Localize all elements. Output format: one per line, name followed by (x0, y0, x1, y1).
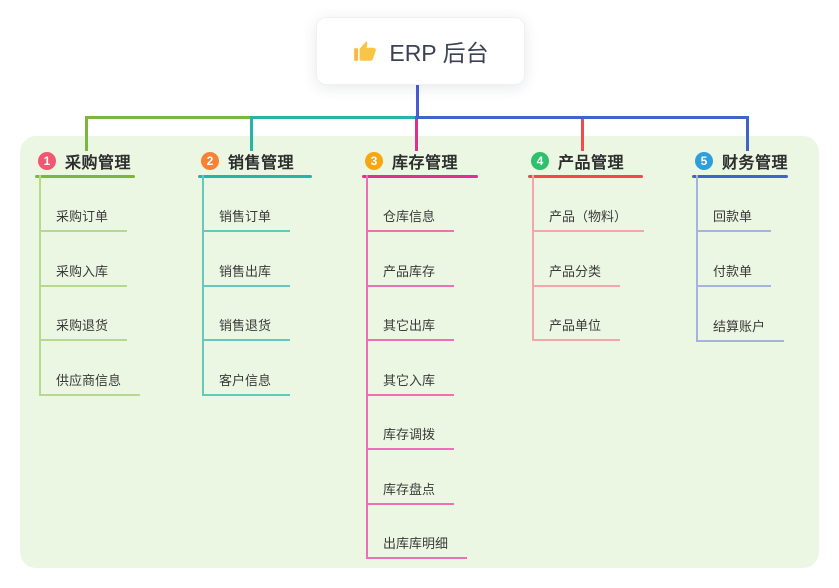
branch-underline (35, 175, 135, 178)
drop-line-inventory (415, 119, 418, 151)
branch-underline (528, 175, 643, 178)
child-node[interactable]: 库存调拨 (366, 422, 454, 450)
child-node[interactable]: 产品库存 (366, 259, 454, 287)
bus-segment-middle (250, 116, 417, 119)
child-node[interactable]: 结算账户 (696, 314, 784, 342)
branch-underline (692, 175, 788, 178)
child-node[interactable]: 采购入库 (39, 259, 127, 287)
root-connector-line (416, 83, 419, 116)
child-node[interactable]: 库存盘点 (366, 477, 454, 505)
child-node[interactable]: 出库库明细 (366, 531, 467, 559)
child-node[interactable]: 产品分类 (532, 259, 620, 287)
branch-node-purchase[interactable]: 1 采购管理 (35, 148, 185, 174)
root-node[interactable]: ERP 后台 (316, 17, 525, 85)
child-node[interactable]: 销售出库 (202, 259, 290, 287)
drop-line-product (581, 119, 584, 151)
child-node[interactable]: 其它出库 (366, 313, 454, 341)
child-node[interactable]: 供应商信息 (39, 368, 140, 396)
child-node[interactable]: 采购订单 (39, 204, 127, 232)
thumbs-up-icon (352, 38, 378, 64)
branch-stem-line (696, 175, 698, 342)
branch-label: 销售管理 (228, 155, 295, 172)
child-node[interactable]: 销售退货 (202, 313, 290, 341)
child-node[interactable]: 采购退货 (39, 313, 127, 341)
bus-segment-right (415, 116, 749, 119)
bus-segment-left (85, 116, 251, 119)
child-node[interactable]: 产品单位 (532, 313, 620, 341)
branch-number-badge: 5 (695, 152, 713, 170)
branch-node-product[interactable]: 4 产品管理 (528, 148, 678, 174)
branch-underline (198, 175, 312, 178)
branch-label: 产品管理 (558, 155, 625, 172)
child-node[interactable]: 付款单 (696, 259, 771, 287)
branches-panel (20, 136, 819, 568)
branch-number-badge: 4 (531, 152, 549, 170)
drop-line-sales (250, 116, 253, 151)
root-label: ERP 后台 (389, 40, 489, 66)
branch-number-badge: 2 (201, 152, 219, 170)
branch-label: 财务管理 (722, 155, 789, 172)
branch-number-badge: 3 (365, 152, 383, 170)
branch-number-badge: 1 (38, 152, 56, 170)
branch-product-management: 4 产品管理 产品（物料） 产品分类 产品单位 (528, 148, 678, 341)
branch-underline (362, 175, 478, 178)
branch-label: 库存管理 (392, 155, 459, 172)
child-node[interactable]: 销售订单 (202, 204, 290, 232)
branch-purchase-management: 1 采购管理 采购订单 采购入库 采购退货 供应商信息 (35, 148, 185, 396)
branch-label: 采购管理 (65, 155, 132, 172)
branch-stem-line (366, 175, 368, 559)
branch-sales-management: 2 销售管理 销售订单 销售出库 销售退货 客户信息 (198, 148, 348, 396)
branch-node-finance[interactable]: 5 财务管理 (692, 148, 839, 174)
child-node[interactable]: 产品（物料） (532, 204, 644, 232)
drop-line-finance (746, 116, 749, 151)
branch-node-inventory[interactable]: 3 库存管理 (362, 148, 512, 174)
child-node[interactable]: 客户信息 (202, 368, 290, 396)
child-node[interactable]: 回款单 (696, 204, 771, 232)
branch-node-sales[interactable]: 2 销售管理 (198, 148, 348, 174)
child-node[interactable]: 其它入库 (366, 368, 454, 396)
branch-stem-line (532, 175, 534, 341)
branch-inventory-management: 3 库存管理 仓库信息 产品库存 其它出库 其它入库 库存调拨 库存盘点 出库库… (362, 148, 512, 559)
child-node[interactable]: 仓库信息 (366, 204, 454, 232)
drop-line-purchase (85, 116, 88, 151)
branch-finance-management: 5 财务管理 回款单 付款单 结算账户 (692, 148, 839, 342)
